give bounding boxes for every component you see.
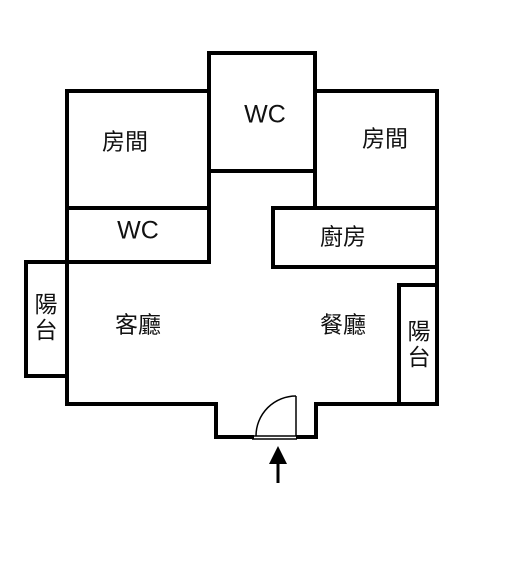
entry-door-gap [254,433,296,441]
room-label-wc-left: WC [117,217,159,245]
entry-door-swing [255,395,297,437]
wall-kitchen [271,206,439,269]
room-label-balcony-left: 陽台 [35,292,58,344]
room-label-balcony-right: 陽台 [408,319,431,371]
room-label-kitchen: 廚房 [320,225,366,251]
balcony-right-wall [397,283,439,406]
room-label-bedroom-left: 房間 [102,130,148,156]
outer-wall [65,51,439,439]
room-label-wc-top: WC [244,101,286,129]
room-label-bedroom-right: 房間 [362,127,408,153]
entry-arrow-icon [269,446,287,464]
room-label-living-room: 客廳 [115,313,161,339]
entry-door-sill [252,435,297,440]
room-label-dining-room: 餐廳 [320,313,366,339]
balcony-left-wall [24,260,69,378]
